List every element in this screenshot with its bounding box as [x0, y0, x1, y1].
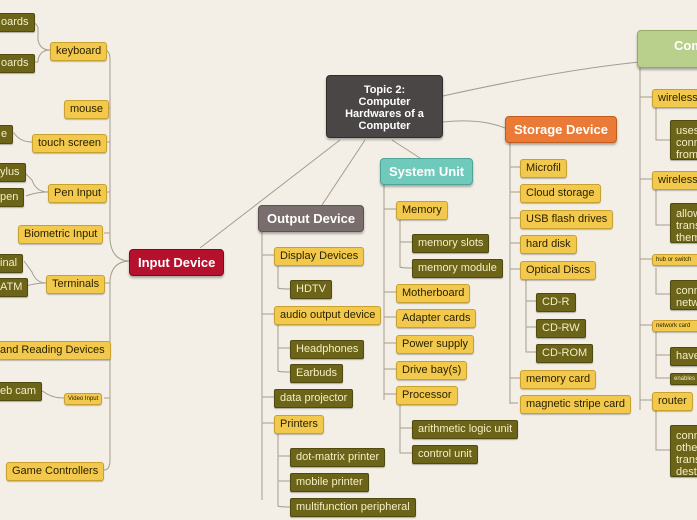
data-projector-node[interactable]: data projector: [274, 389, 354, 408]
keyboard-type-1[interactable]: oards: [0, 13, 35, 32]
hard-disk-node[interactable]: hard disk: [520, 235, 577, 254]
network-card-description-2[interactable]: enables: [670, 373, 697, 385]
router-node[interactable]: router: [652, 392, 693, 411]
arithmetic-logic-unit-node[interactable]: arithmetic logic unit: [412, 420, 519, 439]
memory-node[interactable]: Memory: [396, 201, 448, 220]
hub-description[interactable]: conn netw: [670, 280, 697, 310]
wireless-node-2[interactable]: wireless: [652, 171, 697, 190]
video-input-node[interactable]: Video Input: [64, 393, 103, 405]
microfil-node[interactable]: Microfil: [520, 159, 567, 178]
cd-rw-node[interactable]: CD-RW: [536, 319, 586, 338]
memory-slots-node[interactable]: memory slots: [412, 234, 490, 253]
power-supply-node[interactable]: Power supply: [396, 335, 475, 354]
input-device-node[interactable]: Input Device: [129, 249, 225, 276]
control-unit-node[interactable]: control unit: [412, 445, 478, 464]
headphones-node[interactable]: Headphones: [290, 340, 365, 359]
audio-output-device-node[interactable]: audio output device: [274, 306, 382, 325]
mouse-node[interactable]: mouse: [64, 100, 110, 119]
pen-input-node[interactable]: Pen Input: [48, 184, 108, 203]
scanning-reading-devices-node[interactable]: and Reading Devices: [0, 341, 111, 360]
network-card-node[interactable]: network card: [652, 320, 697, 332]
digital-pen-node[interactable]: pen: [0, 188, 25, 207]
wireless-description-1[interactable]: uses conn from: [670, 120, 697, 161]
cloud-storage-node[interactable]: Cloud storage: [520, 184, 601, 203]
terminals-node[interactable]: Terminals: [46, 275, 106, 294]
dot-matrix-printer-node[interactable]: dot-matrix printer: [290, 448, 386, 467]
wireless-description-2[interactable]: allow trans them: [670, 203, 697, 244]
usb-flash-drives-node[interactable]: USB flash drives: [520, 210, 614, 229]
terminal-node[interactable]: inal: [0, 254, 24, 273]
communication-node[interactable]: Com: [637, 30, 697, 68]
drive-bays-node[interactable]: Drive bay(s): [396, 361, 468, 380]
touch-screen-child[interactable]: e: [0, 125, 14, 144]
cd-r-node[interactable]: CD-R: [536, 293, 576, 312]
keyboard-type-2[interactable]: oards: [0, 54, 35, 73]
touch-screen-node[interactable]: touch screen: [32, 134, 107, 153]
keyboard-node[interactable]: keyboard: [50, 42, 108, 61]
network-card-description-1[interactable]: have: [670, 347, 697, 366]
biometric-input-node[interactable]: Biometric Input: [18, 225, 104, 244]
printers-node[interactable]: Printers: [274, 415, 324, 434]
system-unit-node[interactable]: System Unit: [380, 158, 474, 185]
adapter-cards-node[interactable]: Adapter cards: [396, 309, 477, 328]
memory-module-node[interactable]: memory module: [412, 259, 503, 278]
multifunction-peripheral-node[interactable]: multifunction peripheral: [290, 498, 416, 517]
web-cam-node[interactable]: eb cam: [0, 382, 43, 401]
display-devices-node[interactable]: Display Devices: [274, 247, 365, 266]
central-topic[interactable]: Topic 2: Computer Hardwares of a Compute…: [326, 75, 443, 138]
motherboard-node[interactable]: Motherboard: [396, 284, 471, 303]
memory-card-node[interactable]: memory card: [520, 370, 597, 389]
hub-or-switch-node[interactable]: hub or switch: [652, 254, 697, 266]
earbuds-node[interactable]: Earbuds: [290, 364, 343, 383]
optical-discs-node[interactable]: Optical Discs: [520, 261, 597, 280]
storage-device-node[interactable]: Storage Device: [505, 116, 617, 143]
hdtv-node[interactable]: HDTV: [290, 280, 332, 299]
game-controllers-node[interactable]: Game Controllers: [6, 462, 105, 481]
mobile-printer-node[interactable]: mobile printer: [290, 473, 369, 492]
magnetic-stripe-card-node[interactable]: magnetic stripe card: [520, 395, 632, 414]
router-description[interactable]: conn othe trans desti: [670, 425, 697, 478]
wireless-node-1[interactable]: wireless: [652, 89, 697, 108]
output-device-node[interactable]: Output Device: [258, 205, 365, 232]
stylus-node[interactable]: ylus: [0, 163, 26, 182]
cd-rom-node[interactable]: CD-ROM: [536, 344, 594, 363]
processor-node[interactable]: Processor: [396, 386, 458, 405]
atm-node[interactable]: ATM: [0, 278, 29, 297]
